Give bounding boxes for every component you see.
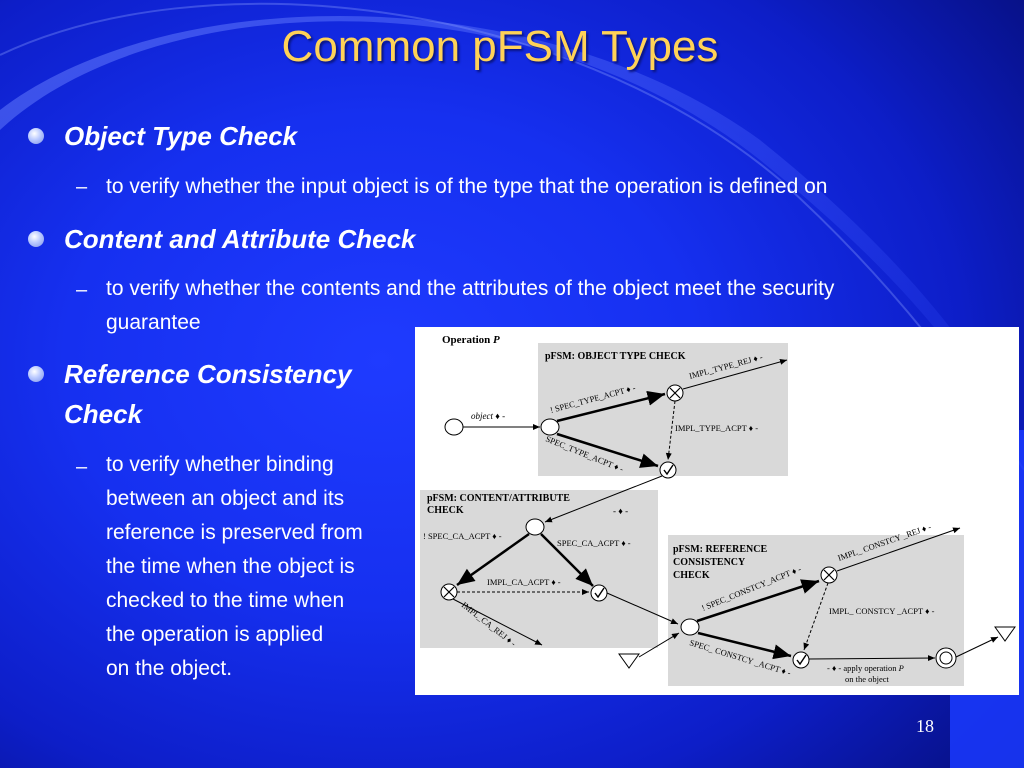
- pfsm2-entry-symbol: - ♦ -: [613, 506, 628, 516]
- pfsm3-spec-acpt-transition: [697, 631, 792, 660]
- pfsm1-spec-acpt-transition: [556, 432, 659, 468]
- bullet-dot: [28, 128, 44, 144]
- pfsm1-accept-state: [659, 461, 677, 479]
- input-transition: [638, 632, 680, 658]
- output-triangle: [994, 626, 1016, 642]
- bullet-detail-reference-line6: the operation is applied: [106, 623, 324, 646]
- bullet-detail-object-type-check: to verify whether the input object is of…: [106, 175, 828, 198]
- bullet-heading-reference-line2: Check: [64, 399, 143, 429]
- pfsm2-accept-state: [590, 584, 608, 602]
- page-number: 18: [916, 716, 934, 736]
- slide-title: Common pFSM Types: [281, 22, 719, 71]
- link-pfsm2-to-pfsm3: [606, 592, 679, 625]
- pfsm3-title-line1: pFSM: REFERENCE: [673, 544, 768, 555]
- pfsm-object-type-box: [538, 343, 788, 476]
- apply-operation-label-line2: on the object: [845, 674, 890, 684]
- bullet-detail-reference-line7: on the object.: [106, 657, 233, 680]
- pfsm2-spec-acpt-transition: [540, 533, 594, 587]
- bullet-detail-content-attribute-line2: guarantee: [106, 311, 201, 334]
- apply-operation-label-line1: - ♦ - apply operation P: [827, 663, 904, 673]
- pfsm2-impl-acpt-label: IMPL_CA_ACPT ♦ -: [487, 577, 561, 587]
- pfsm2-title-line1: pFSM: CONTENT/ATTRIBUTE: [427, 493, 570, 504]
- dash-marker: –: [76, 456, 88, 478]
- cross-icon: [443, 586, 455, 598]
- dash-marker: –: [76, 279, 88, 301]
- pfsm3-impl-acpt-transition: [803, 582, 829, 651]
- pfsm1-impl-rej-transition: [682, 358, 788, 390]
- bullet-heading-reference-line1: Reference Consistency: [64, 359, 352, 389]
- pfsm3-title-line3: CHECK: [673, 570, 710, 581]
- pfsm2-neg-spec-transition: [456, 532, 530, 587]
- pfsm-diagram: Operation P pFSM: OBJECT TYPE CHECK obje…: [415, 327, 1019, 695]
- bullet-detail-content-attribute-line1: to verify whether the contents and the a…: [106, 277, 835, 300]
- pfsm3-impl-rej-transition: [836, 527, 961, 572]
- cross-icon: [823, 569, 835, 581]
- bullet-detail-reference-line4: the time when the object is: [106, 555, 355, 578]
- input-triangle: [618, 653, 640, 669]
- pfsm1-title: pFSM: OBJECT TYPE CHECK: [545, 351, 686, 362]
- check-icon: [796, 654, 807, 666]
- bullet-detail-reference-line3: reference is preserved from: [106, 521, 363, 544]
- pfsm1-spec-state: [540, 418, 560, 436]
- bullet-heading-content-attribute-check: Content and Attribute Check: [64, 224, 416, 254]
- apply-operation-transition: [808, 655, 936, 662]
- bullet-dot: [28, 231, 44, 247]
- pfsm3-spec-state: [680, 618, 700, 636]
- pfsm2-neg-spec-label: ! SPEC_CA_ACPT ♦ -: [423, 531, 502, 541]
- output-transition: [955, 636, 999, 658]
- bullet-dot: [28, 366, 44, 382]
- pfsm3-neg-spec-transition: [696, 579, 820, 623]
- pfsm3-impl-acpt-label: IMPL_ CONSTCY _ACPT ♦ -: [829, 606, 935, 616]
- pfsm2-impl-rej-transition: [452, 598, 543, 646]
- operation-label: Operation P: [442, 334, 500, 346]
- bullet-detail-reference-line2: between an object and its: [106, 487, 345, 510]
- pfsm1-impl-acpt-label: IMPL_TYPE_ACPT ♦ -: [675, 423, 758, 433]
- pfsm-reference-consistency-box: [668, 535, 964, 686]
- bullet-heading-object-type-check: Object Type Check: [64, 121, 298, 151]
- check-icon: [594, 587, 605, 599]
- dash-marker: –: [76, 176, 88, 198]
- pfsm2-spec-state: [525, 518, 545, 536]
- object-transition-label: object ♦ -: [471, 411, 505, 421]
- start-state: [444, 418, 464, 436]
- pfsm3-title-line2: CONSISTENCY: [673, 557, 746, 568]
- pfsm2-title-line2: CHECK: [427, 505, 464, 516]
- pfsm1-neg-spec-transition: [556, 390, 666, 423]
- pfsm3-accept-state: [792, 651, 810, 669]
- pfsm-diagram-svg: Operation P pFSM: OBJECT TYPE CHECK obje…: [420, 334, 1016, 686]
- cross-icon: [669, 387, 681, 399]
- pfsm2-spec-acpt-label: SPEC_CA_ACPT ♦ -: [557, 538, 631, 548]
- link-pfsm1-to-pfsm2: [544, 475, 663, 523]
- bullet-detail-reference-line5: checked to the time when: [106, 589, 345, 612]
- check-icon: [663, 464, 674, 476]
- bullet-detail-reference-line1: to verify whether binding: [106, 453, 334, 476]
- final-state-inner: [939, 651, 953, 665]
